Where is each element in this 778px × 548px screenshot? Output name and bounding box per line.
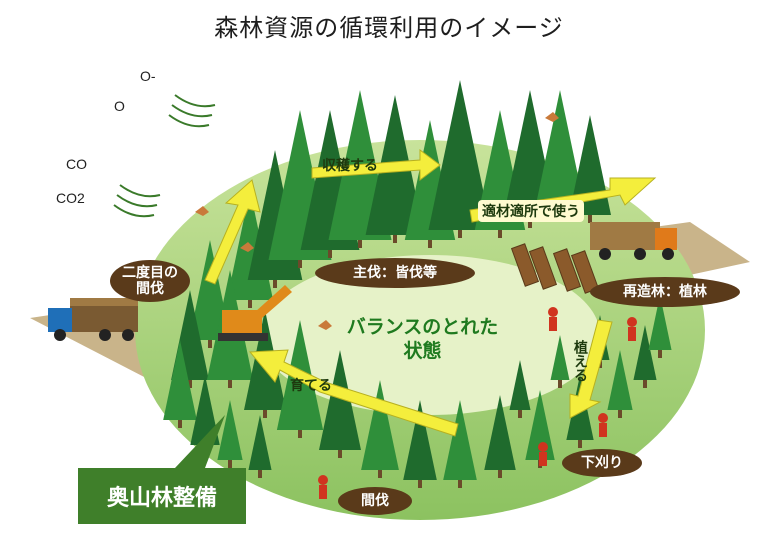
tree-icon xyxy=(550,335,570,380)
tree-trunk xyxy=(643,380,647,388)
balanced-state-text: バランスのとれた 状態 xyxy=(345,316,500,364)
tree-icon xyxy=(569,115,611,215)
second-thinning-line2: 間伐 xyxy=(136,281,164,297)
log-truck-icon xyxy=(590,222,677,260)
deep-forest-maintenance-callout: 奥山林整備 xyxy=(78,468,246,524)
tree-icon xyxy=(217,400,243,460)
tree-icon xyxy=(534,90,586,210)
tree-icon xyxy=(443,400,477,480)
tree-trunk xyxy=(498,230,502,238)
harvest-label: 収穫する xyxy=(322,158,378,174)
grow-label: 育てる xyxy=(290,378,332,394)
tree-icon xyxy=(525,390,555,460)
tree-trunk xyxy=(578,440,582,448)
tree-trunk xyxy=(228,460,232,468)
worker-icon xyxy=(318,307,637,499)
excavator-icon xyxy=(218,285,292,341)
tree-trunk xyxy=(248,300,252,308)
tree-trunk xyxy=(298,430,302,438)
tree-trunk xyxy=(658,350,662,358)
tree-icon xyxy=(190,375,220,445)
weeding-bubble: 下刈り xyxy=(562,449,642,477)
second-thinning-line1: 二度目の xyxy=(122,264,178,281)
center-text-line2: 状態 xyxy=(403,339,442,362)
o2-label-a: O- xyxy=(140,68,156,84)
tree-trunk xyxy=(338,450,342,458)
tree-trunk xyxy=(428,240,432,248)
tree-trunk xyxy=(528,220,532,228)
tree-icon xyxy=(648,295,672,350)
tree-icon xyxy=(633,325,657,380)
reforest-bubble: 再造林：植林 xyxy=(590,277,740,307)
tree-trunk xyxy=(458,480,462,488)
tree-trunk xyxy=(263,410,267,418)
tree-trunk xyxy=(518,410,522,418)
second-thinning-bubble: 二度目の 間伐 xyxy=(110,260,190,302)
tree-trunk xyxy=(393,235,397,243)
tree-trunk xyxy=(188,380,192,388)
tree-icon xyxy=(361,380,399,470)
tree-trunk xyxy=(458,230,462,238)
tree-trunk xyxy=(273,280,277,288)
tree-icon xyxy=(484,395,516,470)
main-cut-bubble: 主伐：皆伐等 xyxy=(315,258,475,288)
tree-trunk xyxy=(378,470,382,478)
tree-trunk xyxy=(588,215,592,223)
thinning-bubble: 間伐 xyxy=(338,487,412,515)
tree-trunk xyxy=(558,380,562,388)
tree-trunk xyxy=(328,250,332,258)
tree-icon xyxy=(319,350,361,450)
co2-label: CO2 xyxy=(56,190,85,206)
center-text-line1: バランスのとれた xyxy=(346,316,499,338)
plant-label: 植える xyxy=(572,340,588,382)
tree-trunk xyxy=(208,340,212,348)
tree-icon xyxy=(189,240,231,340)
tree-icon xyxy=(403,400,437,480)
log-truck-icon xyxy=(48,298,138,341)
tree-trunk xyxy=(298,260,302,268)
tree-trunk xyxy=(618,410,622,418)
tree-icon xyxy=(607,350,633,410)
tree-trunk xyxy=(228,380,232,388)
tree-icon xyxy=(428,80,492,230)
tree-trunk xyxy=(418,480,422,488)
co-label: CO xyxy=(66,156,87,172)
tree-icon xyxy=(163,340,197,420)
bird-icon xyxy=(195,112,559,330)
log-piles xyxy=(510,243,600,294)
diagram-title: 森林資源の循環利用のイメージ xyxy=(214,14,564,42)
tree-icon xyxy=(248,415,272,470)
tree-trunk xyxy=(178,420,182,428)
tree-trunk xyxy=(498,470,502,478)
tree-trunk xyxy=(358,240,362,248)
o2-label-b: O xyxy=(114,98,125,114)
tree-icon xyxy=(509,360,531,410)
proper-use-label: 適材適所で使う xyxy=(478,200,584,222)
callout-pointer xyxy=(175,415,225,468)
co2-absorption-lines xyxy=(113,94,216,218)
tree-trunk xyxy=(258,470,262,478)
